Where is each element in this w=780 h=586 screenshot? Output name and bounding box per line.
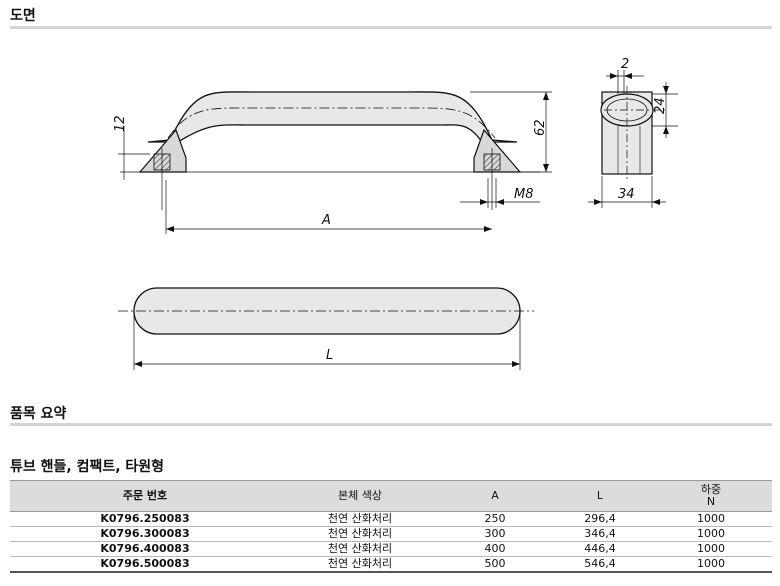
dimension-a-label: A — [321, 213, 331, 228]
dimension-a: A — [165, 180, 492, 234]
load-cell: 1000 — [650, 511, 772, 527]
summary-section-divider — [10, 423, 772, 426]
dimension-m8: M8 — [460, 178, 540, 208]
dimension-24: 24 — [652, 82, 678, 138]
handle-side-view — [600, 86, 666, 180]
parts-table-header: 주문 번호 본체 색상 A L 하중 N — [10, 480, 772, 512]
dimension-34: 34 — [588, 176, 666, 208]
a-cell: 500 — [440, 556, 550, 573]
l-cell: 296,4 — [550, 511, 650, 527]
dimension-2-label: 2 — [621, 57, 629, 72]
header-load-unit: N — [706, 495, 716, 508]
drawing-section-title: 도면 — [10, 8, 36, 24]
summary-section-title: 품목 요약 — [10, 406, 67, 422]
l-cell: 346,4 — [550, 526, 650, 542]
a-cell: 250 — [440, 511, 550, 527]
l-cell: 546,4 — [550, 556, 650, 573]
header-body-color: 본체 색상 — [280, 480, 440, 512]
dimension-l: L — [133, 314, 521, 370]
table-row: K0796.400083 천연 산화처리 400 446,4 1000 — [10, 541, 772, 557]
dimension-62: 62 — [470, 91, 552, 173]
body-color-cell: 천연 산화처리 — [280, 541, 440, 557]
dimension-l-label: L — [326, 348, 333, 363]
handle-front-view — [120, 91, 540, 210]
header-l: L — [550, 480, 650, 512]
dimension-62-label: 62 — [533, 119, 548, 136]
technical-drawing: 12 62 M8 A — [113, 57, 678, 370]
handle-top-view — [118, 287, 534, 335]
order-number-cell[interactable]: K0796.400083 — [10, 541, 280, 557]
header-load-label: 하중 — [700, 483, 722, 496]
table-row: K0796.500083 천연 산화처리 500 546,4 1000 — [10, 556, 772, 573]
body-color-cell: 천연 산화처리 — [280, 556, 440, 573]
dimension-m8-label: M8 — [514, 187, 534, 202]
body-color-cell: 천연 산화처리 — [280, 526, 440, 542]
order-number-cell[interactable]: K0796.300083 — [10, 526, 280, 542]
product-title: 튜브 핸들, 컴팩트, 타원형 — [10, 459, 165, 475]
dimension-12-label: 12 — [113, 115, 128, 132]
load-cell: 1000 — [650, 526, 772, 542]
dimension-24-label: 24 — [653, 97, 668, 114]
load-cell: 1000 — [650, 541, 772, 557]
body-color-cell: 천연 산화처리 — [280, 511, 440, 527]
parts-table: 주문 번호 본체 색상 A L 하중 N K0796.250083 천연 산화처… — [10, 480, 772, 573]
header-order-number: 주문 번호 — [10, 480, 280, 512]
dimension-2: 2 — [606, 57, 644, 94]
l-cell: 446,4 — [550, 541, 650, 557]
table-row: K0796.250083 천연 산화처리 250 296,4 1000 — [10, 511, 772, 527]
order-number-cell[interactable]: K0796.500083 — [10, 556, 280, 573]
load-cell: 1000 — [650, 556, 772, 573]
dimension-12: 12 — [113, 115, 150, 180]
order-number-cell[interactable]: K0796.250083 — [10, 511, 280, 527]
drawing-section-divider — [10, 26, 772, 29]
a-cell: 300 — [440, 526, 550, 542]
a-cell: 400 — [440, 541, 550, 557]
header-a: A — [440, 480, 550, 512]
header-load: 하중 N — [650, 480, 772, 512]
dimension-34-label: 34 — [618, 187, 635, 202]
table-row: K0796.300083 천연 산화처리 300 346,4 1000 — [10, 526, 772, 542]
